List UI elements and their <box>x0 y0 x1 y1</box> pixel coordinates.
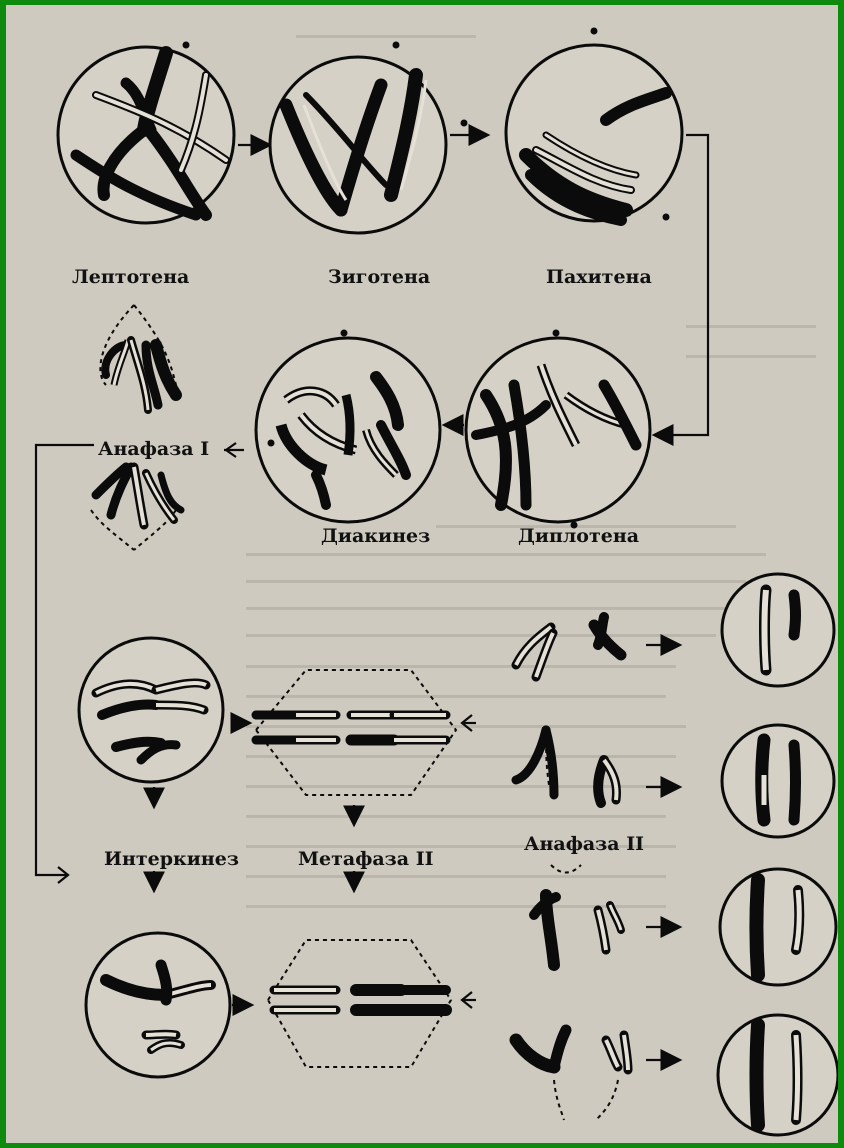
cell-interkinesis-top <box>79 638 223 782</box>
label-anaphase2: Анафаза II <box>524 833 644 855</box>
cell-pachytene <box>506 28 682 222</box>
label-diplotene: Диплотена <box>518 525 639 547</box>
cell-leptotene <box>58 42 234 224</box>
cell-zygotene <box>270 42 468 234</box>
connector-anaphase1-interkinesis <box>36 445 94 875</box>
label-metaphase2: Метафаза II <box>298 848 434 870</box>
metaphase2-bottom-figure <box>268 940 451 1067</box>
label-zygotene: Зиготена <box>328 266 430 288</box>
anaphase2-figure <box>516 617 678 1120</box>
label-leptotene: Лептотена <box>72 266 189 288</box>
label-anaphase1: Анафаза I <box>98 438 209 460</box>
meiosis-diagram: Лептотена Зиготена Пахитена <box>6 5 838 1143</box>
label-diakinesis: Диакинез <box>321 525 430 547</box>
daughter-cell-4 <box>718 1015 838 1135</box>
daughter-cell-2 <box>722 725 834 837</box>
figure-frame: Лептотена Зиготена Пахитена <box>6 5 838 1143</box>
label-interkinesis: Интеркинез <box>104 848 239 870</box>
cell-interkinesis-bottom <box>86 933 230 1077</box>
label-pachytene: Пахитена <box>546 266 652 288</box>
cell-diplotene <box>466 330 650 529</box>
metaphase2-top-figure <box>256 670 456 795</box>
daughter-cell-3 <box>720 869 836 985</box>
daughter-cell-1 <box>722 574 834 686</box>
cell-diakinesis <box>256 330 440 523</box>
anaphase1-figure <box>91 305 181 550</box>
